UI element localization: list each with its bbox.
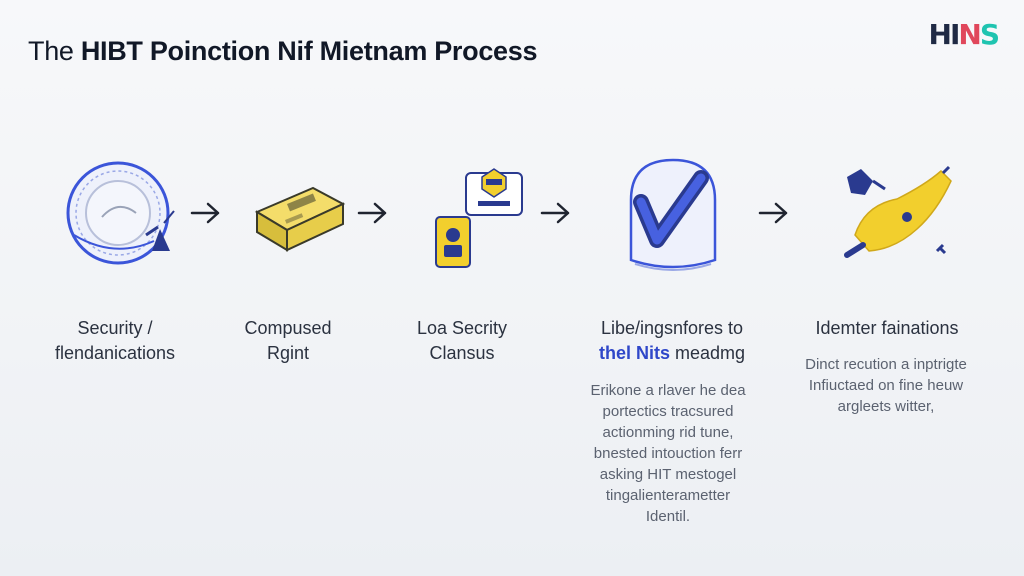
step-4-desc-line: actionming rid tune, <box>602 424 734 441</box>
security-dial-icon <box>66 161 175 265</box>
check-shield-icon <box>629 158 717 271</box>
step-4-label-line-1: Libe/ingsnfores to <box>600 318 744 338</box>
arrow-right-icon <box>758 202 788 224</box>
step-3-illustration <box>398 150 548 280</box>
step-4-desc-line: tingalienterametter <box>605 487 731 504</box>
step-4-label-rest: meadmg <box>669 343 746 363</box>
step-5-desc-line: Dinct recution a inptrigte <box>805 356 967 373</box>
step-5-description: Dinct recution a inptrigte Infiuctaed on… <box>786 354 986 417</box>
step-5-label: Idemter fainations <box>790 316 984 341</box>
step-4-desc-line: Identil. <box>645 508 691 525</box>
logo-part-2: N <box>958 18 981 51</box>
step-4-desc-line: Erikone a rlaver he dea <box>590 382 746 399</box>
arrow-right-icon <box>540 202 570 224</box>
step-4-label-accent: thel Nits <box>598 343 670 363</box>
step-4-description: Erikone a rlaver he dea portectics tracs… <box>568 380 768 527</box>
logo: HINS <box>928 18 1000 51</box>
step-3-label-line-2: Clansus <box>429 343 495 363</box>
step-3-label: Loa Secrity Clansus <box>367 316 557 366</box>
step-4-desc-line: portectics tracsured <box>602 403 734 420</box>
title-main: HIBT Poinction Nif Mietnam Process <box>80 36 538 66</box>
yellow-hand-icon <box>844 165 952 258</box>
step-5-label-line-1: Idemter fainations <box>815 318 959 338</box>
id-badge-icon <box>435 168 523 268</box>
step-1-label-line-2: flendanications <box>54 343 176 363</box>
arrow-right-icon <box>357 202 387 224</box>
arrow-right-icon <box>190 202 220 224</box>
step-5-illustration <box>820 150 970 280</box>
logo-part-3: S <box>979 18 1000 51</box>
step-4-label-line-2: thel Nits meadmg <box>572 341 772 366</box>
gold-bar-icon <box>254 186 346 252</box>
title-prefix: The <box>28 36 81 66</box>
step-2-label: Compused Rgint <box>193 316 383 366</box>
step-4-desc-line: bnested intouction ferr <box>593 445 743 462</box>
step-5-desc-line: argleets witter, <box>837 398 935 415</box>
step-2-label-line-1: Compused <box>244 318 332 338</box>
step-1-label: Security / flendanications <box>20 316 210 366</box>
step-1-label-line-1: Security / <box>77 318 153 338</box>
step-4-label: Libe/ingsnfores to thel Nits meadmg <box>572 316 772 366</box>
page-title: The HIBT Poinction Nif Mietnam Process <box>28 36 538 67</box>
step-4-illustration <box>590 150 740 280</box>
step-5-desc-line: Infiuctaed on fine heuw <box>808 377 964 394</box>
step-4-desc-line: asking HIT mestogel <box>599 466 737 483</box>
step-2-illustration <box>220 150 370 280</box>
step-3-label-line-1: Loa Secrity <box>416 318 508 338</box>
step-2-label-line-2: Rgint <box>266 343 310 363</box>
step-1-illustration <box>50 150 200 280</box>
logo-part-1: HI <box>928 18 961 51</box>
